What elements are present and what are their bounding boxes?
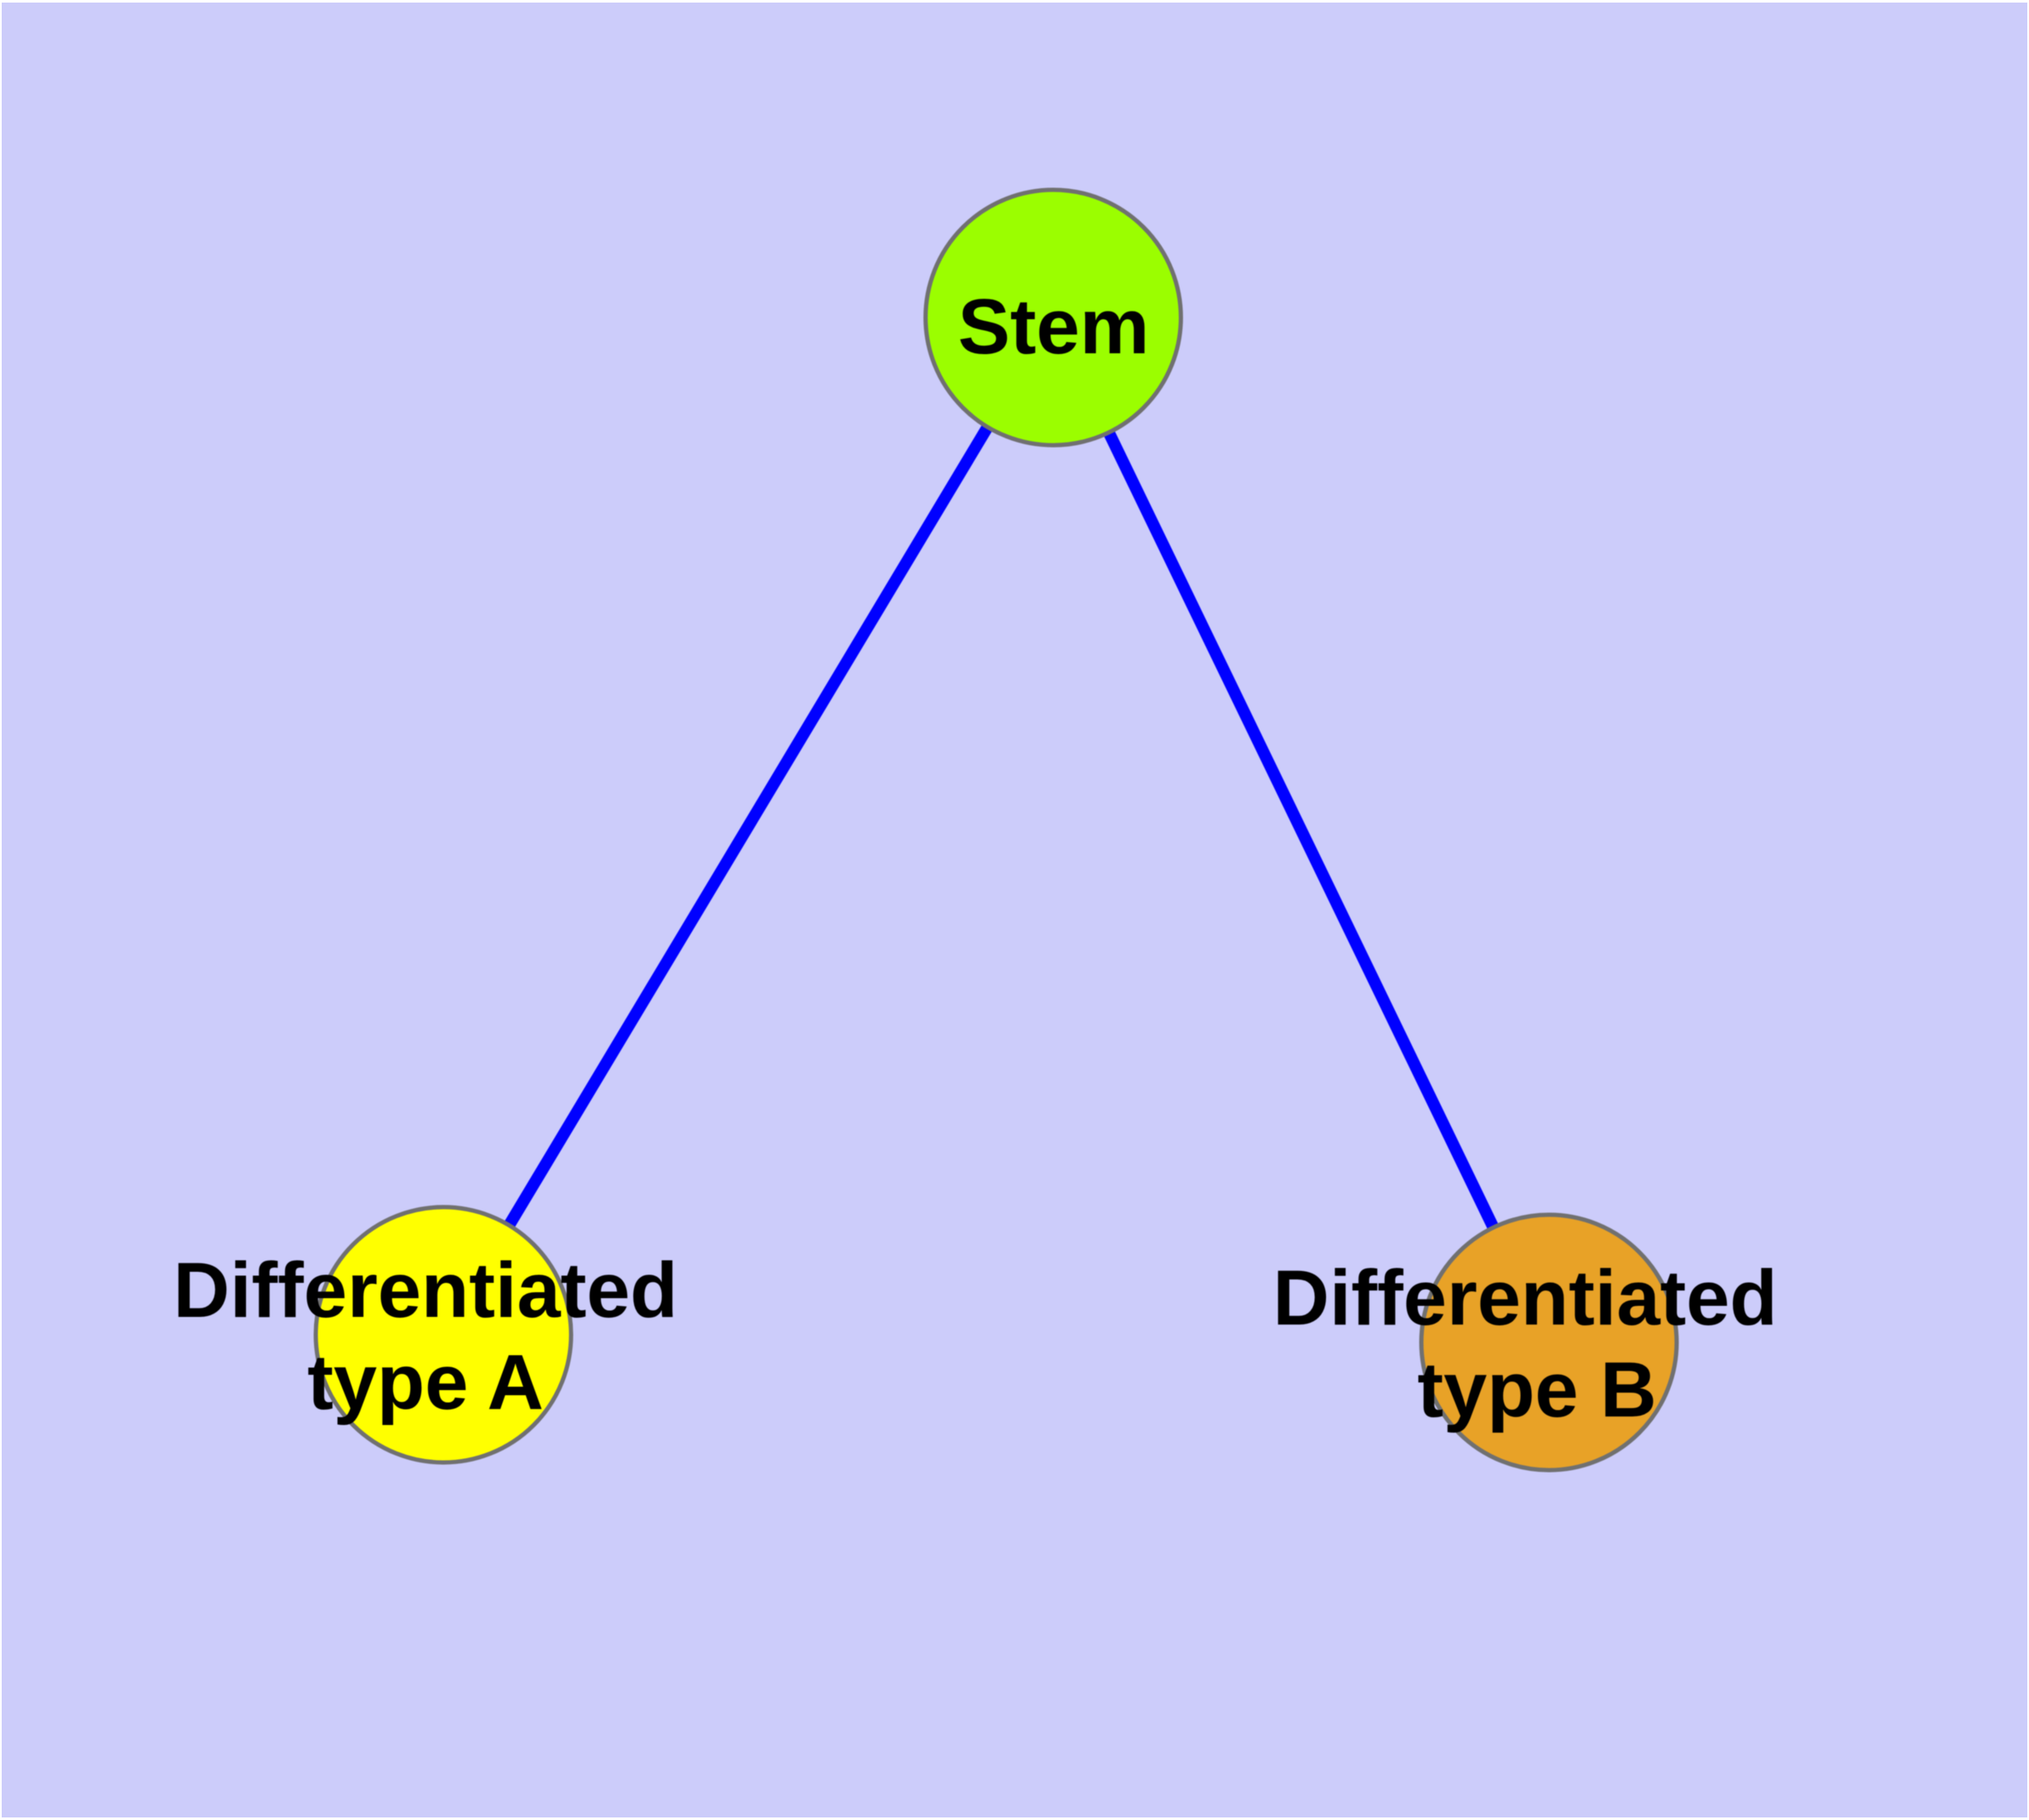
node-type-b-label-line2: type B (1417, 1347, 1656, 1434)
edge-stem-to-type-a (437, 314, 1059, 1338)
node-type-a-label-line2: type A (307, 1339, 544, 1426)
diagram-content: Stem Differentiated type A Differentiate… (174, 187, 1778, 1473)
node-type-b-circle (1419, 1212, 1679, 1473)
node-type-b-label-line1: Differentiated (1273, 1255, 1778, 1342)
node-stem-label: Stem (958, 283, 1150, 370)
node-type-a-circle (313, 1205, 574, 1465)
node-type-a-label-line1: Differentiated (174, 1247, 678, 1334)
edge-stem-to-type-b (1048, 314, 1555, 1346)
node-stem-circle (923, 187, 1183, 448)
